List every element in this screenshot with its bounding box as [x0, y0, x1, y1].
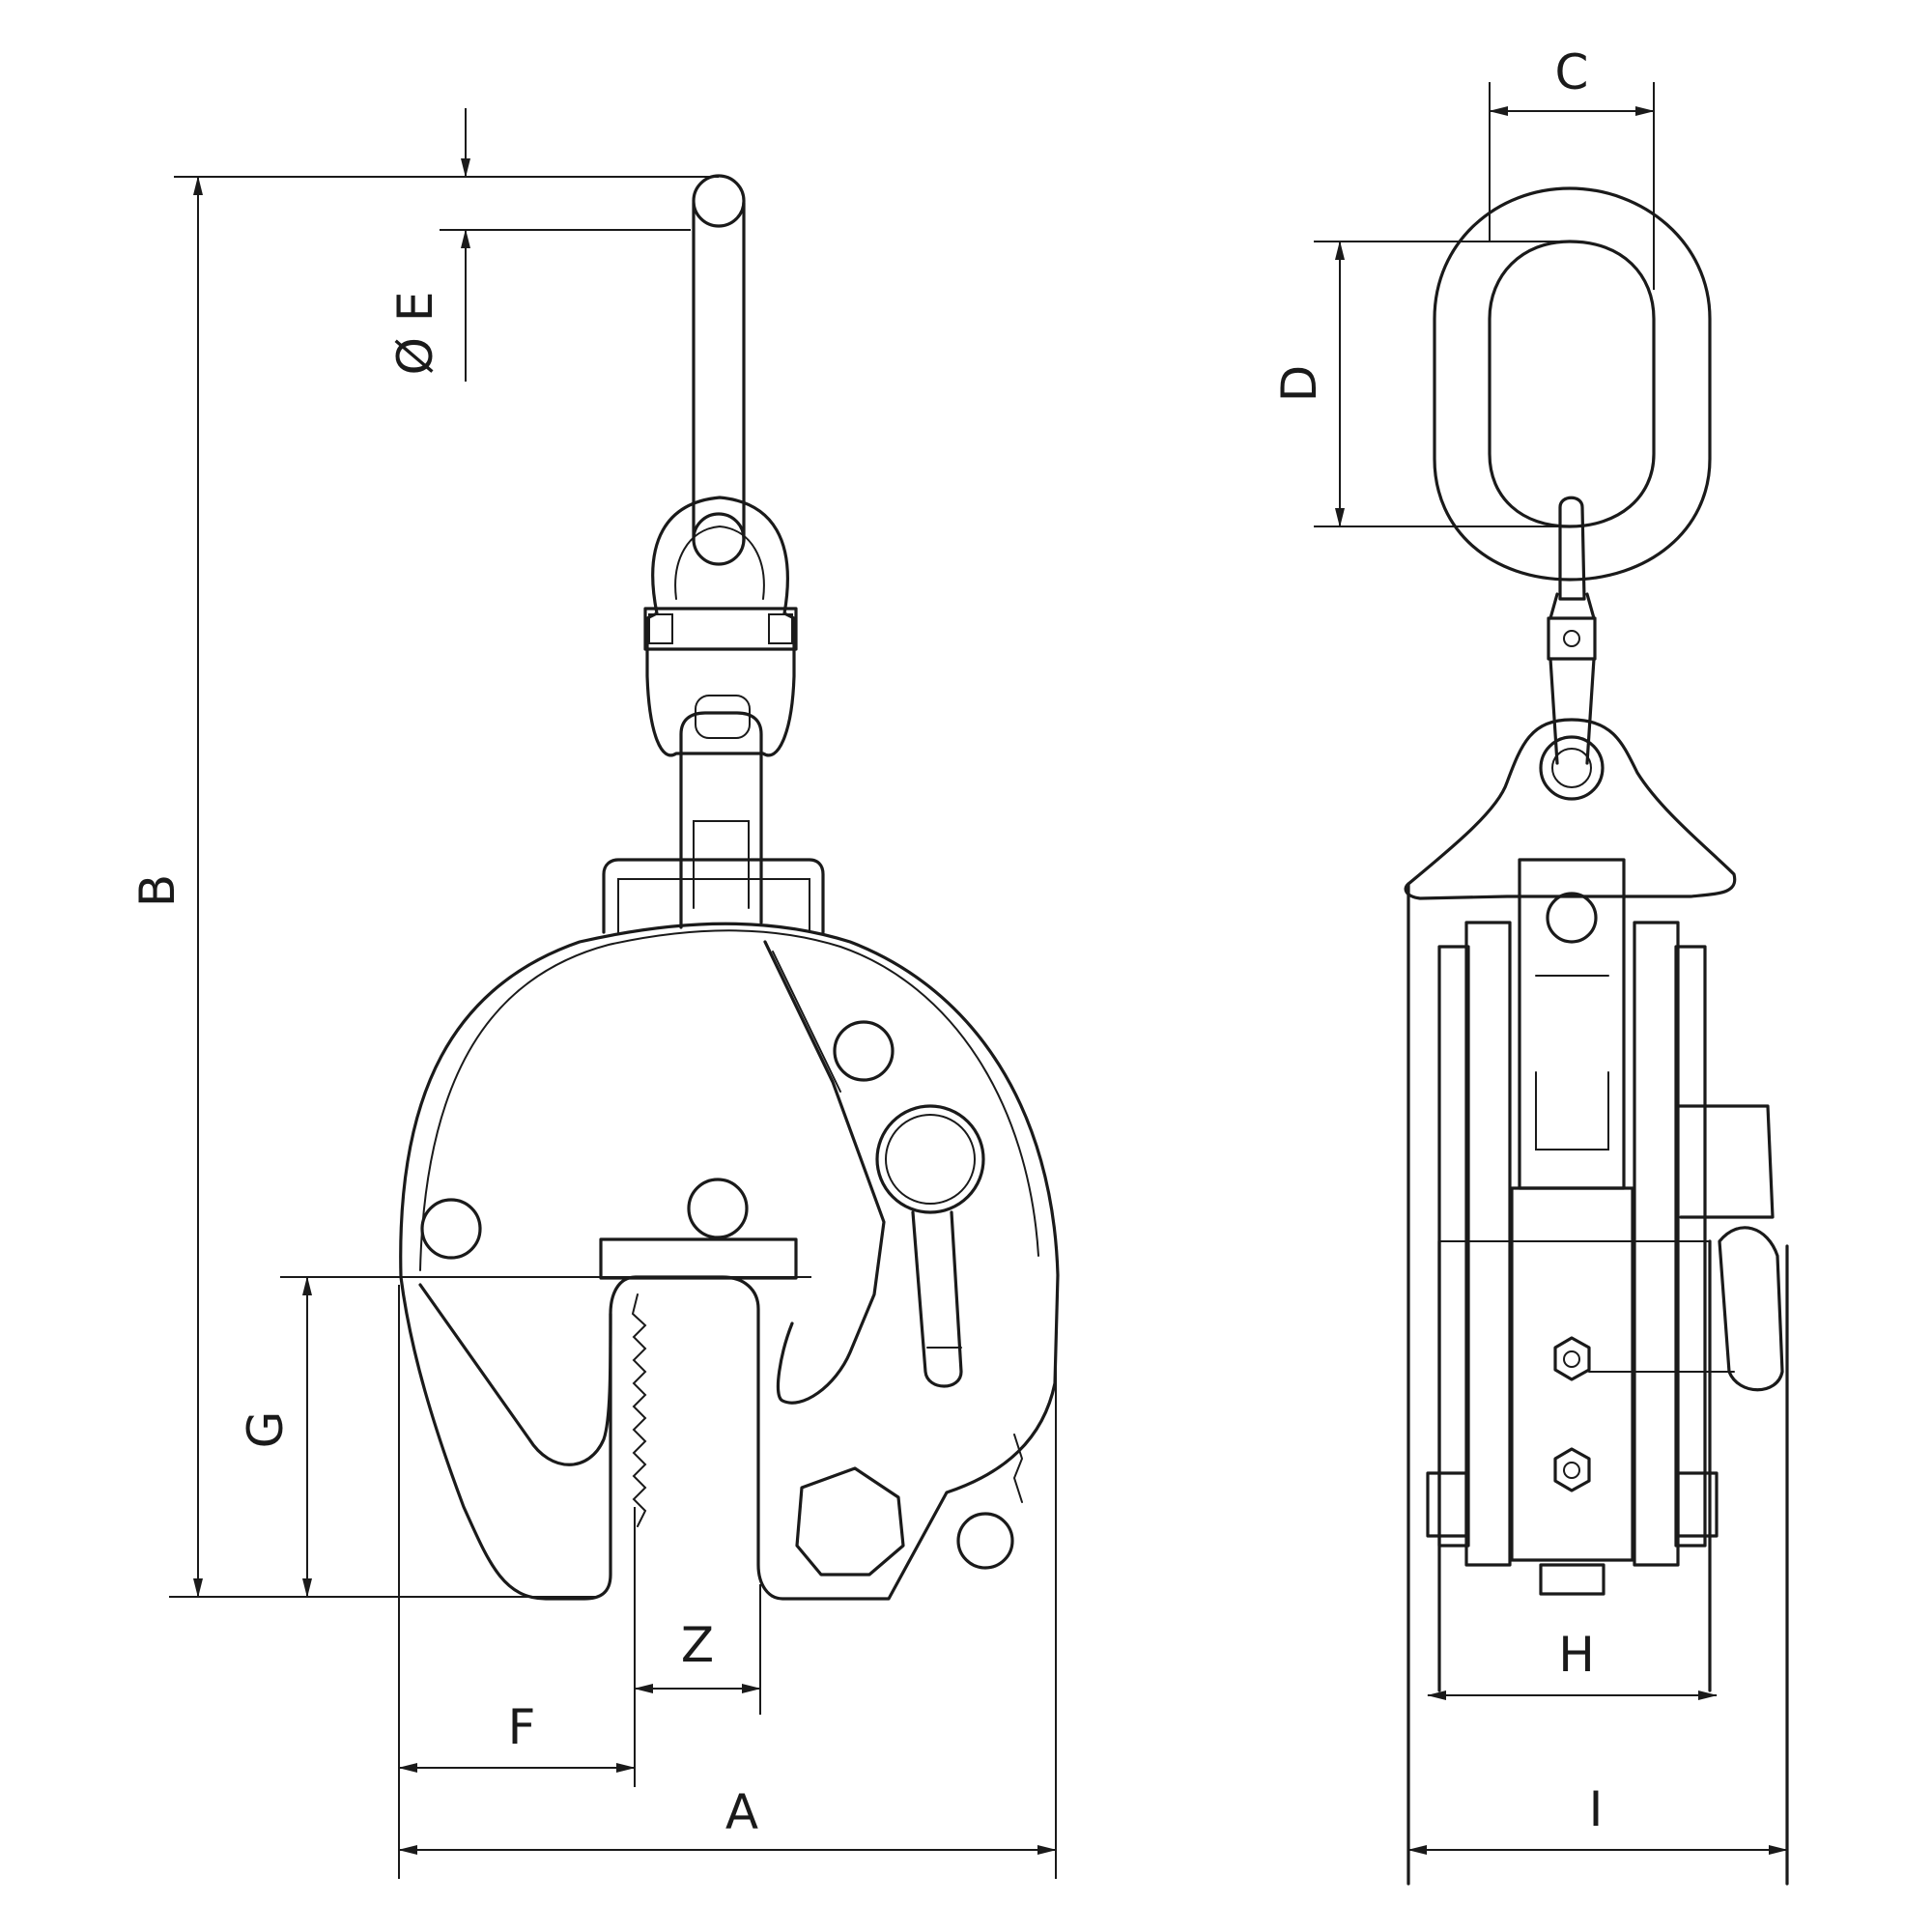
bolt-spring: [1012, 1434, 1024, 1503]
swivel-block-hole: [1563, 630, 1580, 647]
side-lever: [1676, 1104, 1775, 1219]
bottom-block: [1539, 1563, 1605, 1596]
side-bolt-right: [1676, 1471, 1719, 1538]
swivel-eye-inner: [674, 525, 765, 600]
dim-d-label: D: [1271, 365, 1327, 403]
swivel-eye: [645, 496, 796, 757]
side-shackle-detail: [1535, 975, 1609, 1189]
side-shackle-hole: [1546, 892, 1598, 944]
pivot-hole-left: [420, 1198, 482, 1260]
cam-plate-inner: [772, 951, 841, 1093]
side-center-body: [1510, 1186, 1634, 1562]
lifting-link-stem-inner: [693, 820, 750, 909]
dim-e-label: Ø E: [387, 292, 443, 376]
side-plate-outer-left: [1437, 945, 1470, 1548]
bolt-roller: [956, 1512, 1014, 1570]
swivel-collar: [643, 607, 798, 651]
front-view-dimensions: B Ø E G Z F A: [129, 108, 1057, 1879]
top-bracket: [1404, 718, 1737, 900]
dim-h-label: H: [1558, 1627, 1595, 1683]
swivel-block: [1547, 616, 1597, 661]
swivel-shank: [1548, 592, 1596, 765]
pivot-hole-center: [687, 1178, 749, 1239]
front-view: [399, 174, 1060, 1601]
side-bolt-left: [1426, 1471, 1468, 1538]
top-bracket-eye-inner: [1551, 748, 1592, 788]
shackle-housing: [602, 858, 825, 934]
swivel-collar-left: [648, 613, 673, 644]
jaw-top-pad: [599, 1237, 798, 1280]
dim-b-label: B: [129, 874, 185, 907]
lifting-rod-bottom: [692, 512, 746, 566]
cam-plate-edge: [763, 940, 886, 1405]
lifting-link-stem: [679, 711, 763, 929]
lock-knob: [875, 1104, 985, 1214]
swivel-pin: [1558, 496, 1586, 601]
dim-g-label: G: [238, 1411, 294, 1449]
dim-f-label: F: [508, 1699, 536, 1755]
nut-lower: [1553, 1447, 1591, 1492]
dim-i-label: I: [1589, 1781, 1604, 1837]
nut-upper-hole: [1563, 1350, 1580, 1368]
serrated-grip: [631, 1293, 647, 1527]
hex-bolt: [795, 1466, 905, 1577]
side-view: [1404, 186, 1789, 1886]
nut-lower-hole: [1563, 1462, 1580, 1479]
side-plate-left: [1464, 921, 1512, 1567]
pivot-hole-upper: [833, 1020, 895, 1082]
lifting-rod: [692, 201, 746, 543]
master-link-outer: [1433, 186, 1712, 582]
master-link-inner: [1488, 240, 1656, 528]
nut-upper: [1553, 1336, 1591, 1381]
side-lever-knob: [1718, 1226, 1784, 1392]
clamp-body-outline: [399, 922, 1060, 1601]
side-plate-right: [1633, 921, 1680, 1567]
shackle-housing-inner: [617, 878, 810, 933]
left-jaw-curve: [418, 1283, 612, 1466]
clamp-body-rim: [419, 929, 1039, 1271]
dim-c-label: C: [1555, 44, 1589, 100]
lifting-rod-top: [692, 174, 746, 228]
dim-z-label: Z: [681, 1617, 714, 1673]
lock-lever: [911, 1210, 963, 1388]
lock-knob-inner: [885, 1114, 976, 1205]
top-bracket-eye: [1539, 735, 1605, 801]
side-plate-outer-right: [1674, 945, 1707, 1548]
swivel-collar-right: [768, 613, 793, 644]
lifting-link-slot: [695, 695, 751, 739]
dim-a-label: A: [725, 1784, 758, 1840]
side-view-dimensions: C D H I: [1271, 44, 1788, 1855]
